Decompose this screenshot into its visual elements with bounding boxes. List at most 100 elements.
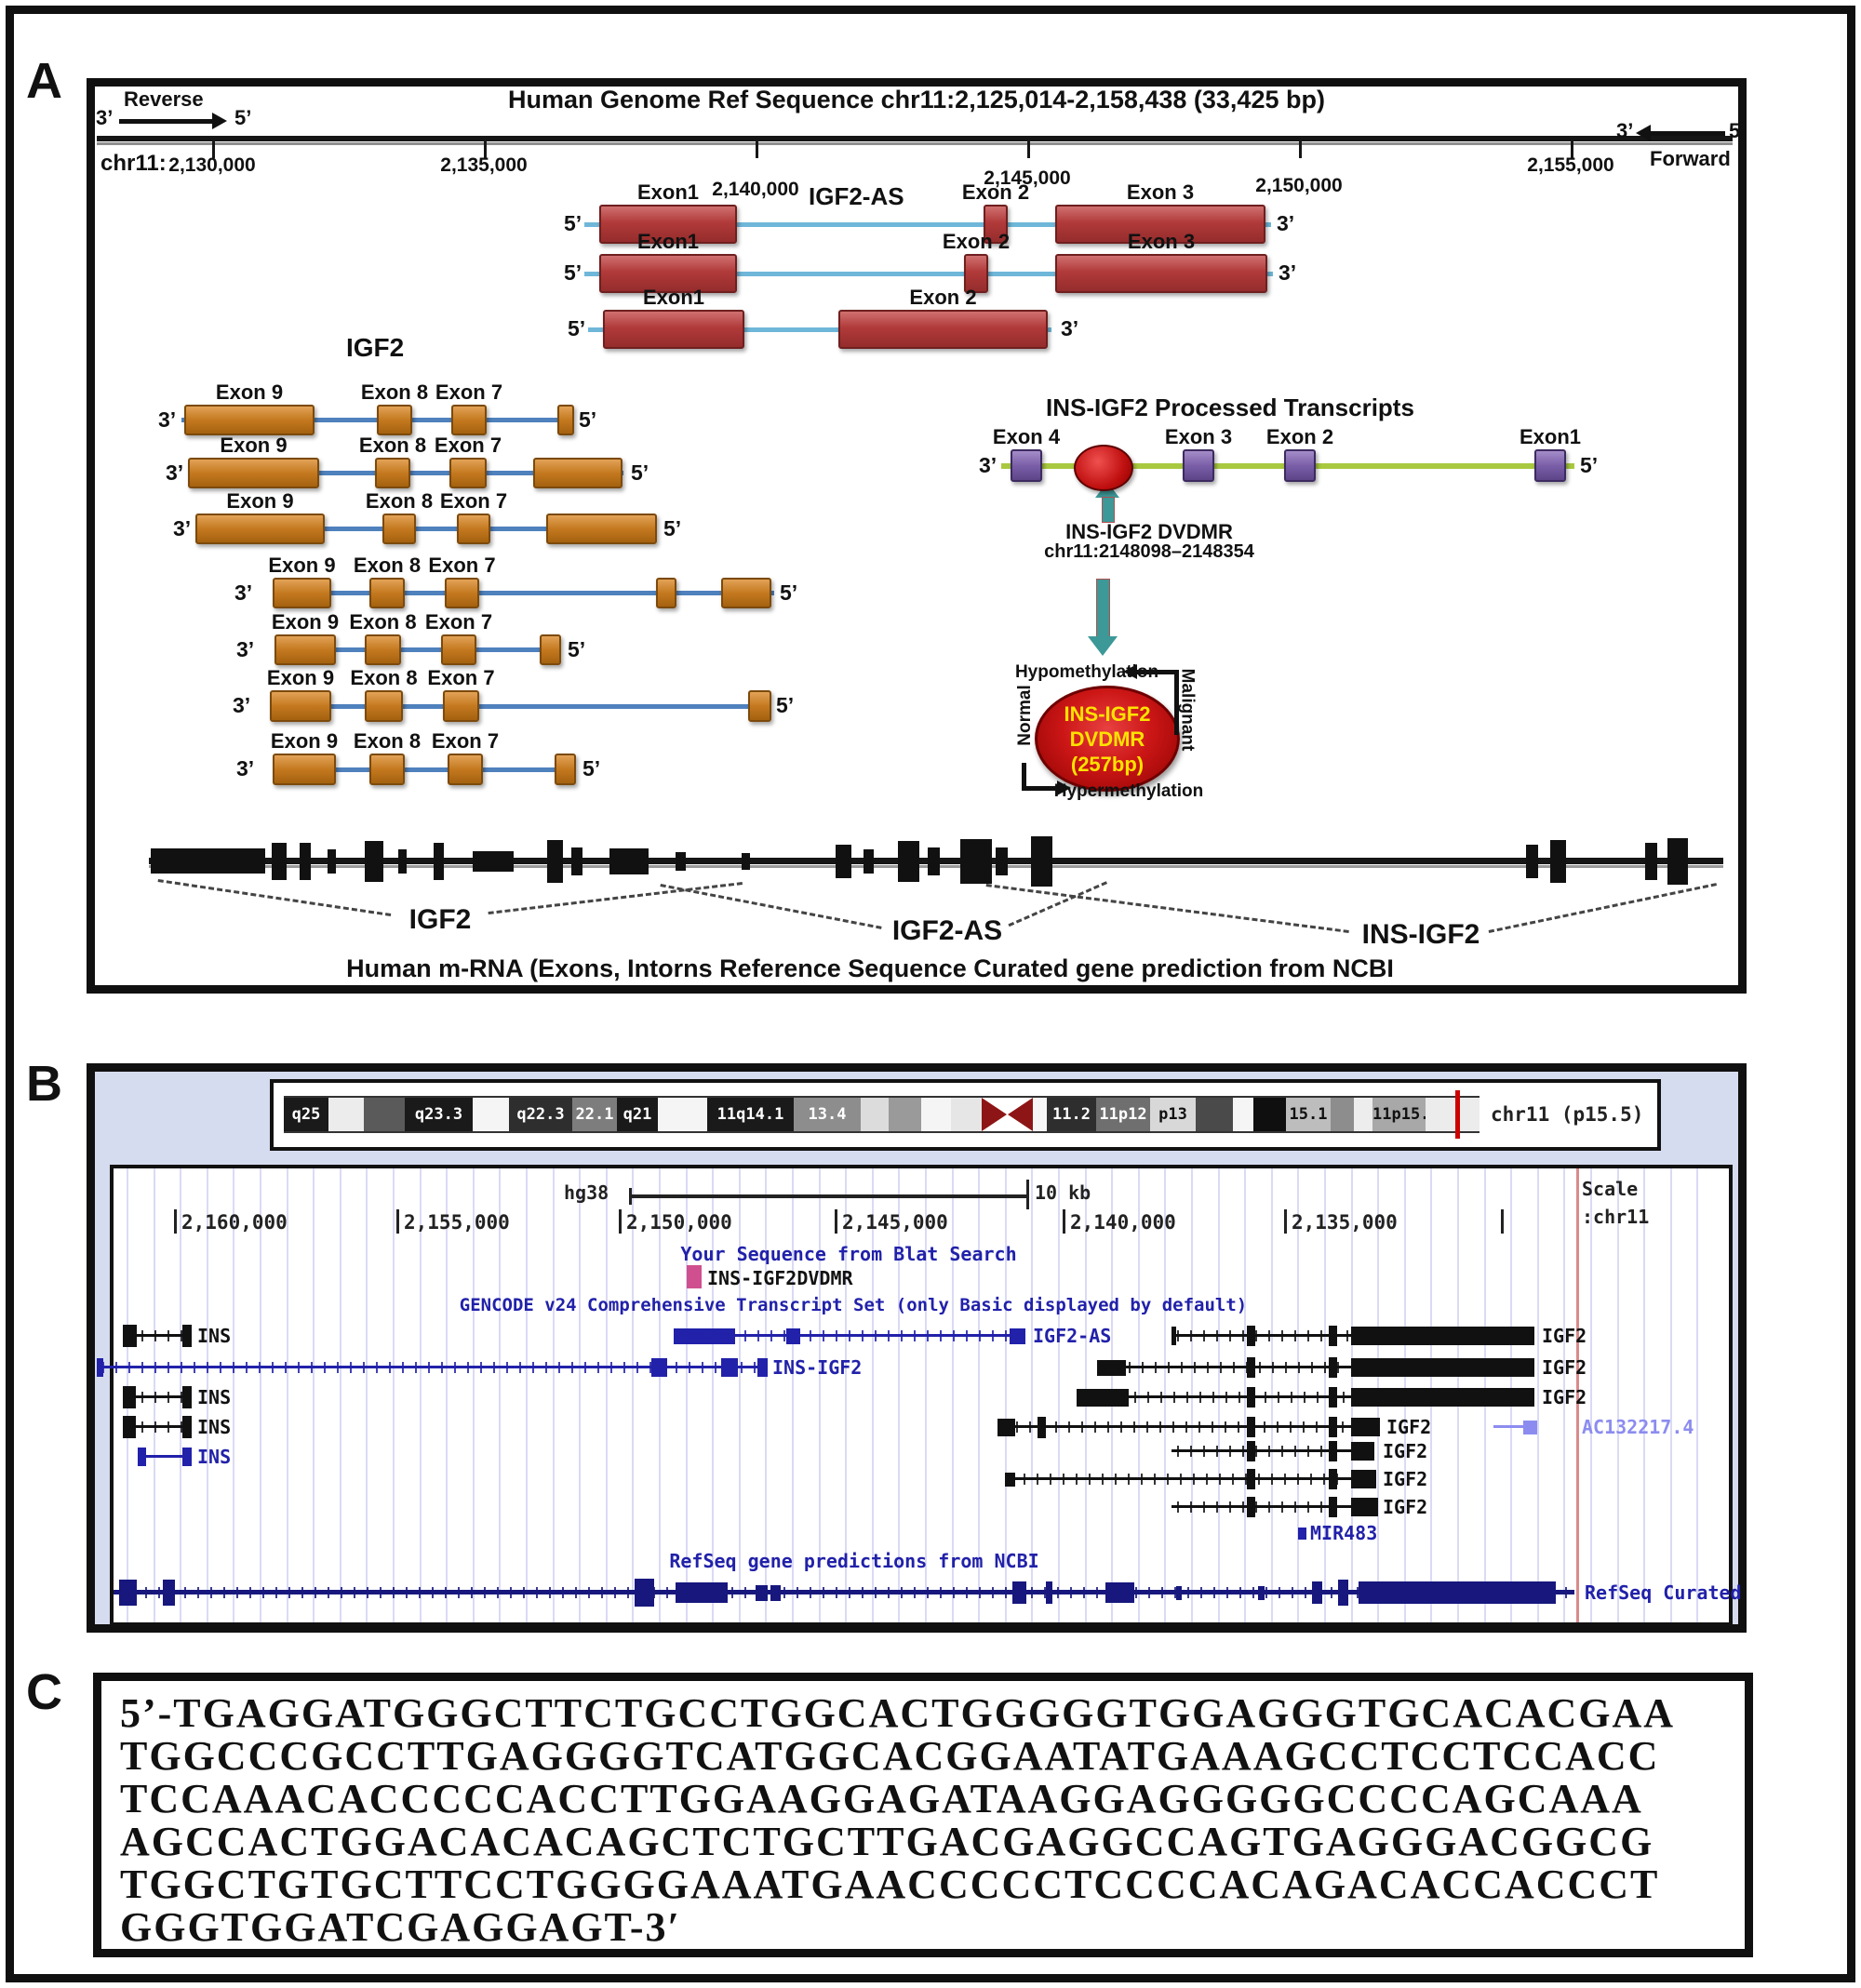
exon-label: Exon 3 <box>1127 230 1196 253</box>
gene-track-exon <box>272 843 287 880</box>
gene-row-label: INS <box>197 1416 232 1438</box>
browser-gridline <box>978 1168 980 1622</box>
exon-box <box>188 458 319 488</box>
ideogram-band <box>473 1098 509 1131</box>
gene-row-intron-arrows <box>1177 1501 1346 1513</box>
exon-box <box>1011 449 1042 482</box>
ruler-tick-label: 2,140,000 <box>712 179 799 200</box>
gene-row-exon <box>123 1325 137 1347</box>
exon-box <box>365 690 403 722</box>
ellipse-line-3: (257bp) <box>1070 752 1145 776</box>
gene-row-label: INS <box>197 1386 232 1408</box>
coordinate-tick <box>396 1209 399 1234</box>
exon-box <box>365 634 401 665</box>
gene-row-exon <box>182 1325 192 1347</box>
gene-track-exon <box>571 847 582 875</box>
ruler-tick-label: 2,150,000 <box>1255 175 1343 196</box>
transcript-end-label: 3’ <box>173 515 192 540</box>
exon-box <box>599 254 737 293</box>
gene-row-exon <box>1329 1441 1337 1461</box>
assembly-label: hg38 <box>564 1181 609 1204</box>
exon-box <box>441 634 476 665</box>
transcript-end-label: 5’ <box>780 580 798 605</box>
gene-row-exon <box>786 1328 800 1344</box>
normal-arrow-hline <box>1022 786 1059 791</box>
blat-hit-box <box>687 1265 702 1288</box>
ideogram-band: 11.2 <box>1047 1098 1096 1131</box>
igf2-title: IGF2 <box>346 333 405 362</box>
exon-label: Exon 7 <box>435 380 503 404</box>
gene-row-exon <box>1312 1581 1322 1604</box>
gene-row-exon <box>1329 1326 1337 1346</box>
ideogram-band: q23.3 <box>405 1098 473 1131</box>
browser-gridline <box>1617 1168 1619 1622</box>
transcript-end-label: 5’ <box>1580 452 1599 477</box>
exon-label: Exon 3 <box>1164 425 1233 448</box>
reverse-arrow-head-icon <box>212 113 227 129</box>
browser-gridline <box>287 1168 288 1622</box>
gene-track-exon <box>742 853 750 870</box>
gene-row-label: IGF2 <box>1383 1468 1428 1490</box>
gene-row-exon <box>1038 1416 1046 1438</box>
coordinate-tick <box>1063 1209 1065 1234</box>
gencode-track-title: GENCODE v24 Comprehensive Transcript Set… <box>459 1295 1248 1315</box>
gene-row-intron-line <box>1493 1425 1537 1428</box>
ruler-tick-label: 2,145,000 <box>984 167 1071 189</box>
panel-a-title: Human Genome Ref Sequence chr11:2,125,01… <box>508 86 1325 113</box>
panel-b-letter: B <box>26 1056 62 1112</box>
browser-gridline <box>1537 1168 1539 1622</box>
ideogram-band: q21 <box>617 1098 658 1131</box>
gene-row-label: IGF2-AS <box>1033 1325 1112 1347</box>
gene-row-exon <box>182 1448 192 1466</box>
gene-track-exon <box>898 841 919 882</box>
scale-label: Scale <box>1582 1178 1639 1200</box>
ideogram-band <box>1196 1098 1233 1131</box>
browser-gridline <box>845 1168 847 1622</box>
ideogram-band <box>1426 1098 1479 1131</box>
transcript-end-label: 5’ <box>564 211 582 235</box>
gene-track-exon <box>609 848 649 874</box>
ideogram-band <box>364 1098 405 1131</box>
transcript-intron-line <box>584 221 1271 227</box>
centromere-right-icon <box>1007 1098 1033 1131</box>
chr-prefix-label: chr11: <box>100 151 167 176</box>
exon-box <box>533 458 623 488</box>
gene-row-exon <box>1046 1581 1052 1604</box>
gene-row-exon <box>123 1416 136 1438</box>
transcript-end-label: 3’ <box>1277 211 1295 235</box>
reverse-arrow-shaft <box>119 119 212 124</box>
transcript-intron-line <box>588 327 1051 332</box>
panel-a-letter: A <box>26 53 62 109</box>
exon-label: Exon 9 <box>266 666 335 689</box>
browser-gridline <box>207 1168 208 1622</box>
ruler-tick <box>756 140 758 158</box>
gene-row-intron-arrows <box>128 1330 186 1341</box>
gene-track-exon <box>1667 838 1688 885</box>
browser-gridline <box>366 1168 368 1622</box>
browser-gridline <box>1643 1168 1645 1622</box>
gene-row-exon <box>1247 1441 1255 1461</box>
gene-row-intron-arrows <box>102 1362 759 1373</box>
browser-gridline <box>765 1168 767 1622</box>
gene-row-exon <box>123 1386 136 1408</box>
gene-track-exon <box>1526 845 1538 878</box>
ideogram-band <box>1233 1098 1253 1131</box>
ideogram-band: 15.1 <box>1286 1098 1331 1131</box>
gene-row-exon <box>138 1448 146 1466</box>
browser-gridline <box>606 1168 608 1622</box>
ideogram-band <box>951 1098 982 1131</box>
gene-row-label: RefSeq Curated <box>1585 1581 1742 1604</box>
exon-label: Exon 8 <box>349 610 417 634</box>
exon-box <box>748 690 771 722</box>
browser-gridline <box>1696 1168 1698 1622</box>
coordinate-tick <box>619 1209 622 1234</box>
dvdmr-coords-label: chr11:2148098–2148354 <box>1044 541 1254 562</box>
exon-box <box>445 578 479 608</box>
browser-gridline <box>233 1168 234 1622</box>
coordinate-label: 2,140,000 <box>1070 1211 1176 1234</box>
transcript-end-label: 5’ <box>568 636 586 661</box>
coordinate-label: 2,155,000 <box>404 1211 510 1234</box>
exon-label: Exon 8 <box>360 380 429 404</box>
gene-row-exon <box>1329 1497 1337 1517</box>
exon-label: Exon 7 <box>434 434 502 457</box>
